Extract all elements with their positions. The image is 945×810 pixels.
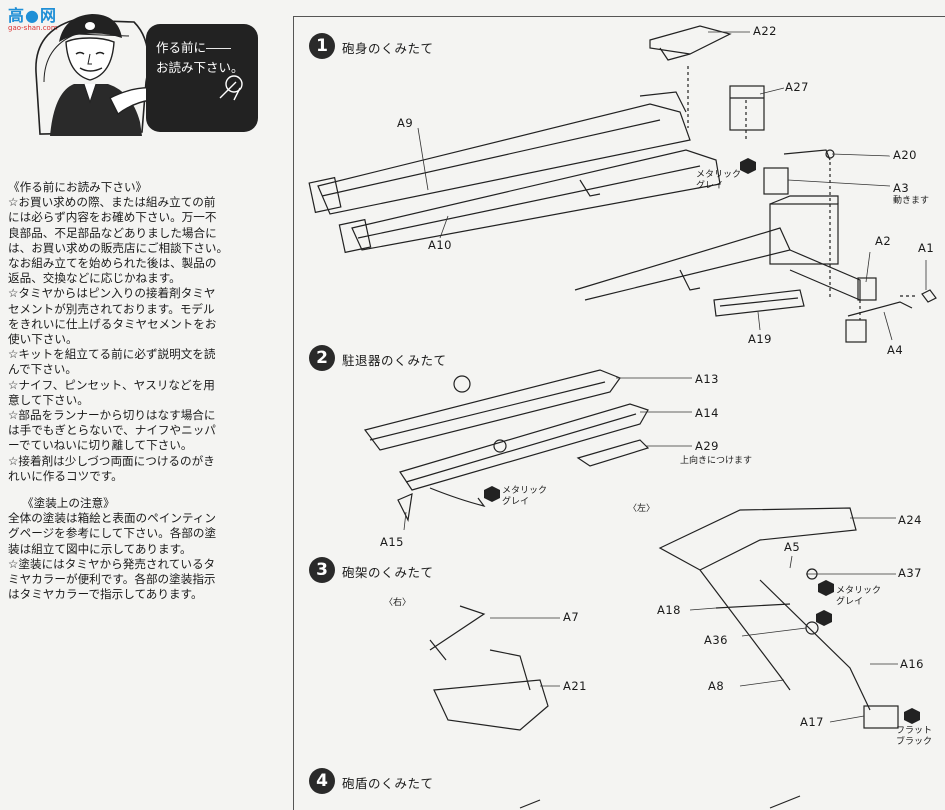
note-line: には必らず内容をお確め下さい。万一不 — [8, 210, 217, 225]
part-label-a5: A5 — [784, 540, 801, 554]
step-3-title: 砲架のくみたて — [342, 565, 434, 580]
note-line: は手でもぎとらないで、ナイフやニッパ — [8, 423, 216, 438]
metallic-grey-note-2: メタリック グレイ — [502, 486, 548, 507]
paint-heading: 《塗装上の注意》 — [22, 496, 115, 511]
step-2-title: 駐退器のくみたて — [342, 353, 447, 368]
right-side-note: 〈右〉 — [384, 598, 412, 608]
part-label-a7: A7 — [563, 610, 580, 624]
part-label-a17: A17 — [800, 715, 825, 729]
watermark-url: gao-shan.com — [8, 24, 58, 32]
note-line: なお組み立てを始められた後は、製品の — [8, 256, 217, 271]
note-line: ☆タミヤからはピン入りの接着剤タミヤ — [8, 286, 216, 301]
note-line: 良部品、不足部品などありました場合に — [8, 225, 217, 240]
note-line: ☆キットを組立てる前に必ず説明文を読 — [8, 347, 216, 362]
step-1-number: 1 — [309, 33, 335, 59]
note-line: 意して下さい。 — [8, 392, 89, 407]
paint-line: ☆塗装にはタミヤから発売されているタ — [8, 556, 216, 571]
note-line: ーでていねいに切り離して下さい。 — [8, 438, 193, 453]
note-line: れいに作るコツです。 — [8, 468, 123, 483]
part-a3 — [763, 167, 789, 195]
paint-line: 全体の塗装は箱絵と表面のペインティン — [8, 511, 216, 526]
recoil-part-a14 — [399, 403, 649, 491]
part-label-a3: A3 — [893, 181, 910, 195]
precautions-text: 《作る前にお読み下さい》 ☆お買い求めの際、または組み立ての前 には必らず内容を… — [8, 180, 278, 602]
metallic-grey-note-3: メタリック グレイ — [836, 586, 882, 607]
part-label-a15: A15 — [380, 535, 405, 549]
paint-line: はタミヤカラーで指示してあります。 — [8, 587, 203, 602]
paint-line: ミヤカラーが便利です。各部の塗装指示 — [8, 572, 216, 587]
part-label-a18: A18 — [657, 603, 682, 617]
carriage-right — [429, 605, 549, 731]
carriage-left — [658, 507, 899, 729]
recoil-part-a15 — [397, 487, 486, 522]
note-line: ☆部品をランナーから切りはなす場合に — [8, 408, 216, 423]
sign-line-1: 作る前に―― — [156, 40, 232, 55]
paint-line: 装は組立て図中に示してあります。 — [8, 541, 192, 556]
part-label-a8: A8 — [708, 679, 725, 693]
note-line: 使い下さい。 — [8, 332, 78, 347]
note-line: セメントが別売されております。モデル — [8, 301, 215, 316]
part-label-a20: A20 — [893, 148, 918, 162]
paint-markers — [484, 158, 920, 724]
leader-lines — [403, 31, 927, 723]
part-label-a29: A29 — [695, 439, 720, 453]
note-line: をきれいに仕上げるタミヤセメントをお — [8, 316, 217, 331]
part-label-a13: A13 — [695, 372, 720, 386]
part-a1 — [921, 289, 937, 303]
part-label-a1: A1 — [918, 241, 935, 255]
metallic-grey-note-1: メタリック グレイ — [696, 170, 742, 191]
officer-illustration: 作る前に―― お読み下さい。 — [35, 14, 258, 136]
part-label-a2: A2 — [875, 234, 892, 248]
notes-heading: 《作る前にお読み下さい》 — [8, 180, 148, 194]
part-a4 — [845, 301, 913, 343]
part-label-a24: A24 — [898, 513, 923, 527]
part-label-a4: A4 — [887, 343, 904, 357]
paint-line: グページを参考にして下さい。各部の塗 — [8, 526, 217, 541]
part-label-a21: A21 — [563, 679, 588, 693]
part-a20 — [783, 149, 835, 161]
note-line: ☆接着剤は少しづつ両面につけるのがき — [8, 453, 215, 468]
barrel-assembled — [574, 195, 861, 301]
part-label-a22: A22 — [753, 24, 778, 38]
part-label-a16: A16 — [900, 657, 925, 671]
part-label-a9: A9 — [397, 116, 414, 130]
step-4-number: 4 — [309, 768, 335, 794]
step-1-title: 砲身のくみたて — [342, 41, 434, 56]
part-label-a14: A14 — [695, 406, 720, 420]
left-side-note: 〈左〉 — [628, 504, 656, 514]
part-a27 — [729, 85, 765, 131]
part-label-a27: A27 — [785, 80, 810, 94]
part-a19 — [713, 289, 805, 317]
part-a2 — [857, 277, 877, 301]
note-line: ☆お買い求めの際、または組み立ての前 — [8, 195, 216, 210]
barrel-half-a10 — [338, 149, 721, 254]
part-label-a37: A37 — [898, 566, 923, 580]
note-line: は、お買い求めの販売店にご相談下さい。 — [8, 240, 229, 255]
barrel-half-a9 — [308, 91, 691, 215]
part-a22 — [649, 25, 732, 61]
step-2-number: 2 — [309, 345, 335, 371]
watermark-logo: 高●网 gao-shan.com — [4, 2, 66, 32]
part-label-a10: A10 — [428, 238, 453, 252]
upward-note: 上向きにつけます — [680, 456, 753, 466]
part-label-a19: A19 — [748, 332, 773, 346]
recoil-part-a13 — [363, 369, 621, 451]
note-line: んで下さい。 — [8, 362, 77, 377]
movable-note: 動きます — [893, 196, 930, 206]
recoil-part-a29 — [576, 439, 650, 467]
step-3-number: 3 — [309, 557, 335, 583]
sign-line-2: お読み下さい。 — [156, 60, 244, 75]
flat-black-note: フラット ブラック — [896, 726, 933, 747]
step-4-title: 砲盾のくみたて — [342, 776, 434, 791]
note-line: 返品、交換などに応じかねます。 — [8, 271, 181, 286]
note-line: ☆ナイフ、ピンセット、ヤスリなどを用 — [8, 377, 215, 392]
column-divider — [293, 16, 294, 810]
watermark-brand: 高●网 — [8, 6, 57, 25]
part-label-a36: A36 — [704, 633, 729, 647]
top-border — [293, 16, 945, 17]
